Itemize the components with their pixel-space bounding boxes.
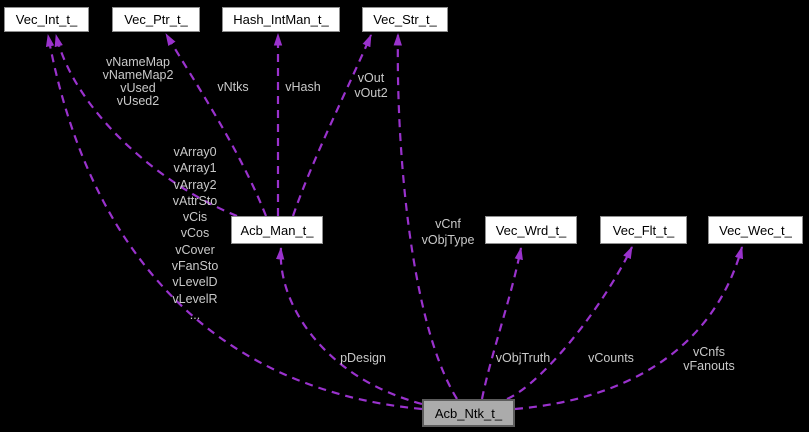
node-vec-ptr-t[interactable]: Vec_Ptr_t_: [112, 7, 200, 32]
edge-acbntk-vecflt: [506, 246, 633, 401]
node-acb-man-t[interactable]: Acb_Man_t_: [231, 216, 323, 244]
node-acb-ntk-t-current: Acb_Ntk_t_: [422, 399, 515, 427]
edge-acbman-vecint: [54, 34, 238, 218]
node-vec-wrd-t[interactable]: Vec_Wrd_t_: [485, 216, 577, 244]
node-hash-intman-t[interactable]: Hash_IntMan_t_: [222, 7, 340, 32]
edge-acbntk-vecstr: [393, 33, 458, 400]
edge-acbntk-vecint: [45, 34, 423, 411]
edge-acbman-vecptr: [165, 33, 268, 217]
node-vec-str-t[interactable]: Vec_Str_t_: [362, 7, 448, 32]
node-vec-wec-t[interactable]: Vec_Wec_t_: [708, 216, 803, 244]
node-vec-int-t[interactable]: Vec_Int_t_: [4, 7, 89, 32]
node-vec-flt-t[interactable]: Vec_Flt_t_: [600, 216, 687, 244]
edge-acbntk-acbman: [275, 247, 423, 406]
edge-acbman-vecstr: [291, 34, 373, 217]
edge-acbntk-vecwrd: [480, 247, 523, 400]
edge-acbntk-vecwec: [514, 246, 744, 411]
